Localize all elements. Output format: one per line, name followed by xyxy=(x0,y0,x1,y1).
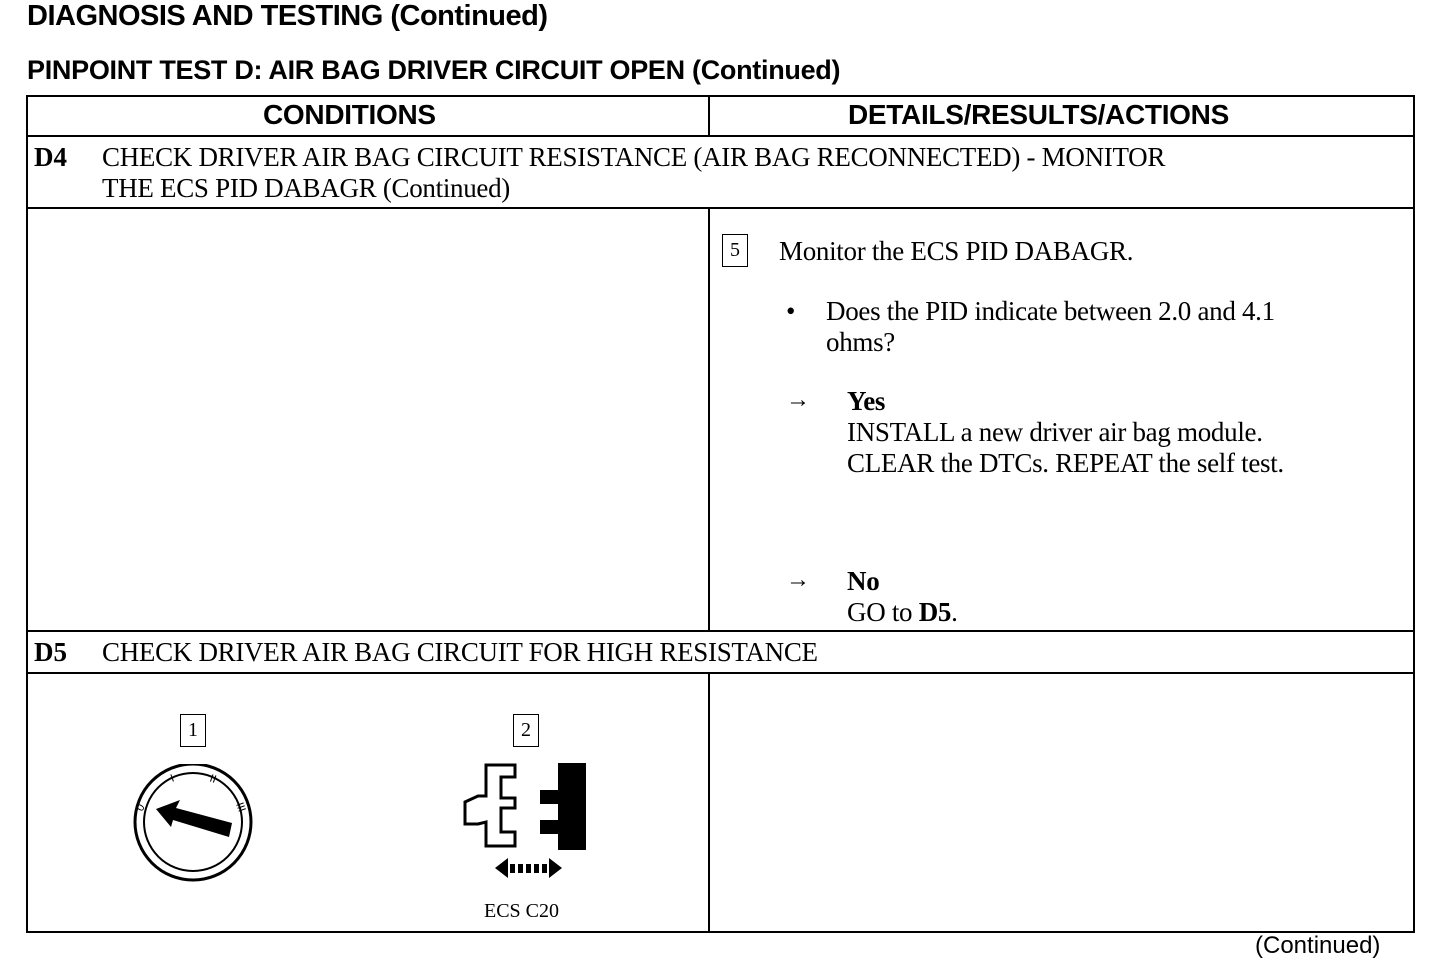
goto-step-link[interactable]: D5 xyxy=(918,597,952,627)
column-header-conditions: CONDITIONS xyxy=(263,99,436,130)
header-column-divider xyxy=(708,95,710,136)
question-line2: ohms? xyxy=(826,327,895,357)
no-action-suffix: . xyxy=(951,597,958,627)
no-arrow-icon: → xyxy=(786,567,810,593)
column-header-details: DETAILS/RESULTS/ACTIONS xyxy=(848,99,1229,130)
svg-text:0: 0 xyxy=(134,802,147,813)
connector-caption: ECS C20 xyxy=(484,900,560,922)
header-divider xyxy=(26,135,1415,137)
page-title: DIAGNOSIS AND TESTING (Continued) xyxy=(27,0,548,32)
ignition-switch-icon: 0 I II III xyxy=(133,764,253,882)
yes-arrow-icon: → xyxy=(786,387,810,413)
step-title-d4-line1: CHECK DRIVER AIR BAG CIRCUIT RESISTANCE … xyxy=(102,142,1166,172)
question-line1: Does the PID indicate between 2.0 and 4.… xyxy=(826,296,1275,326)
yes-action-line2: CLEAR the DTCs. REPEAT the self test. xyxy=(847,448,1284,478)
step-title-d5: CHECK DRIVER AIR BAG CIRCUIT FOR HIGH RE… xyxy=(102,637,818,667)
d5-title-divider xyxy=(26,672,1415,674)
d4-column-divider xyxy=(708,207,710,631)
d5-top-divider xyxy=(26,630,1415,632)
step-id-d4: D4 xyxy=(34,142,67,172)
d4-title-divider xyxy=(26,207,1415,209)
no-label: No xyxy=(847,566,880,596)
yes-label: Yes xyxy=(847,386,886,416)
connector-icon xyxy=(463,763,586,878)
figure1-number-box: 1 xyxy=(180,714,206,747)
continued-label: (Continued) xyxy=(1255,932,1381,959)
svg-text:I: I xyxy=(169,772,176,784)
svg-text:II: II xyxy=(208,773,218,786)
svg-text:III: III xyxy=(233,801,247,814)
no-action: GO to D5. xyxy=(847,597,958,628)
step-id-d5: D5 xyxy=(34,637,67,667)
no-action-prefix: GO to xyxy=(847,597,919,627)
instruction-text: Monitor the ECS PID DABAGR. xyxy=(779,236,1134,266)
pinpoint-test-title: PINPOINT TEST D: AIR BAG DRIVER CIRCUIT … xyxy=(27,55,841,85)
figure2-number-box: 2 xyxy=(513,714,539,747)
yes-action-line1: INSTALL a new driver air bag module. xyxy=(847,417,1263,447)
bullet-icon: • xyxy=(786,296,796,326)
step-title-d4-line2: THE ECS PID DABAGR (Continued) xyxy=(102,173,510,203)
substep-number-box: 5 xyxy=(722,234,748,267)
d5-column-divider xyxy=(708,672,710,932)
test-table xyxy=(26,95,1415,933)
